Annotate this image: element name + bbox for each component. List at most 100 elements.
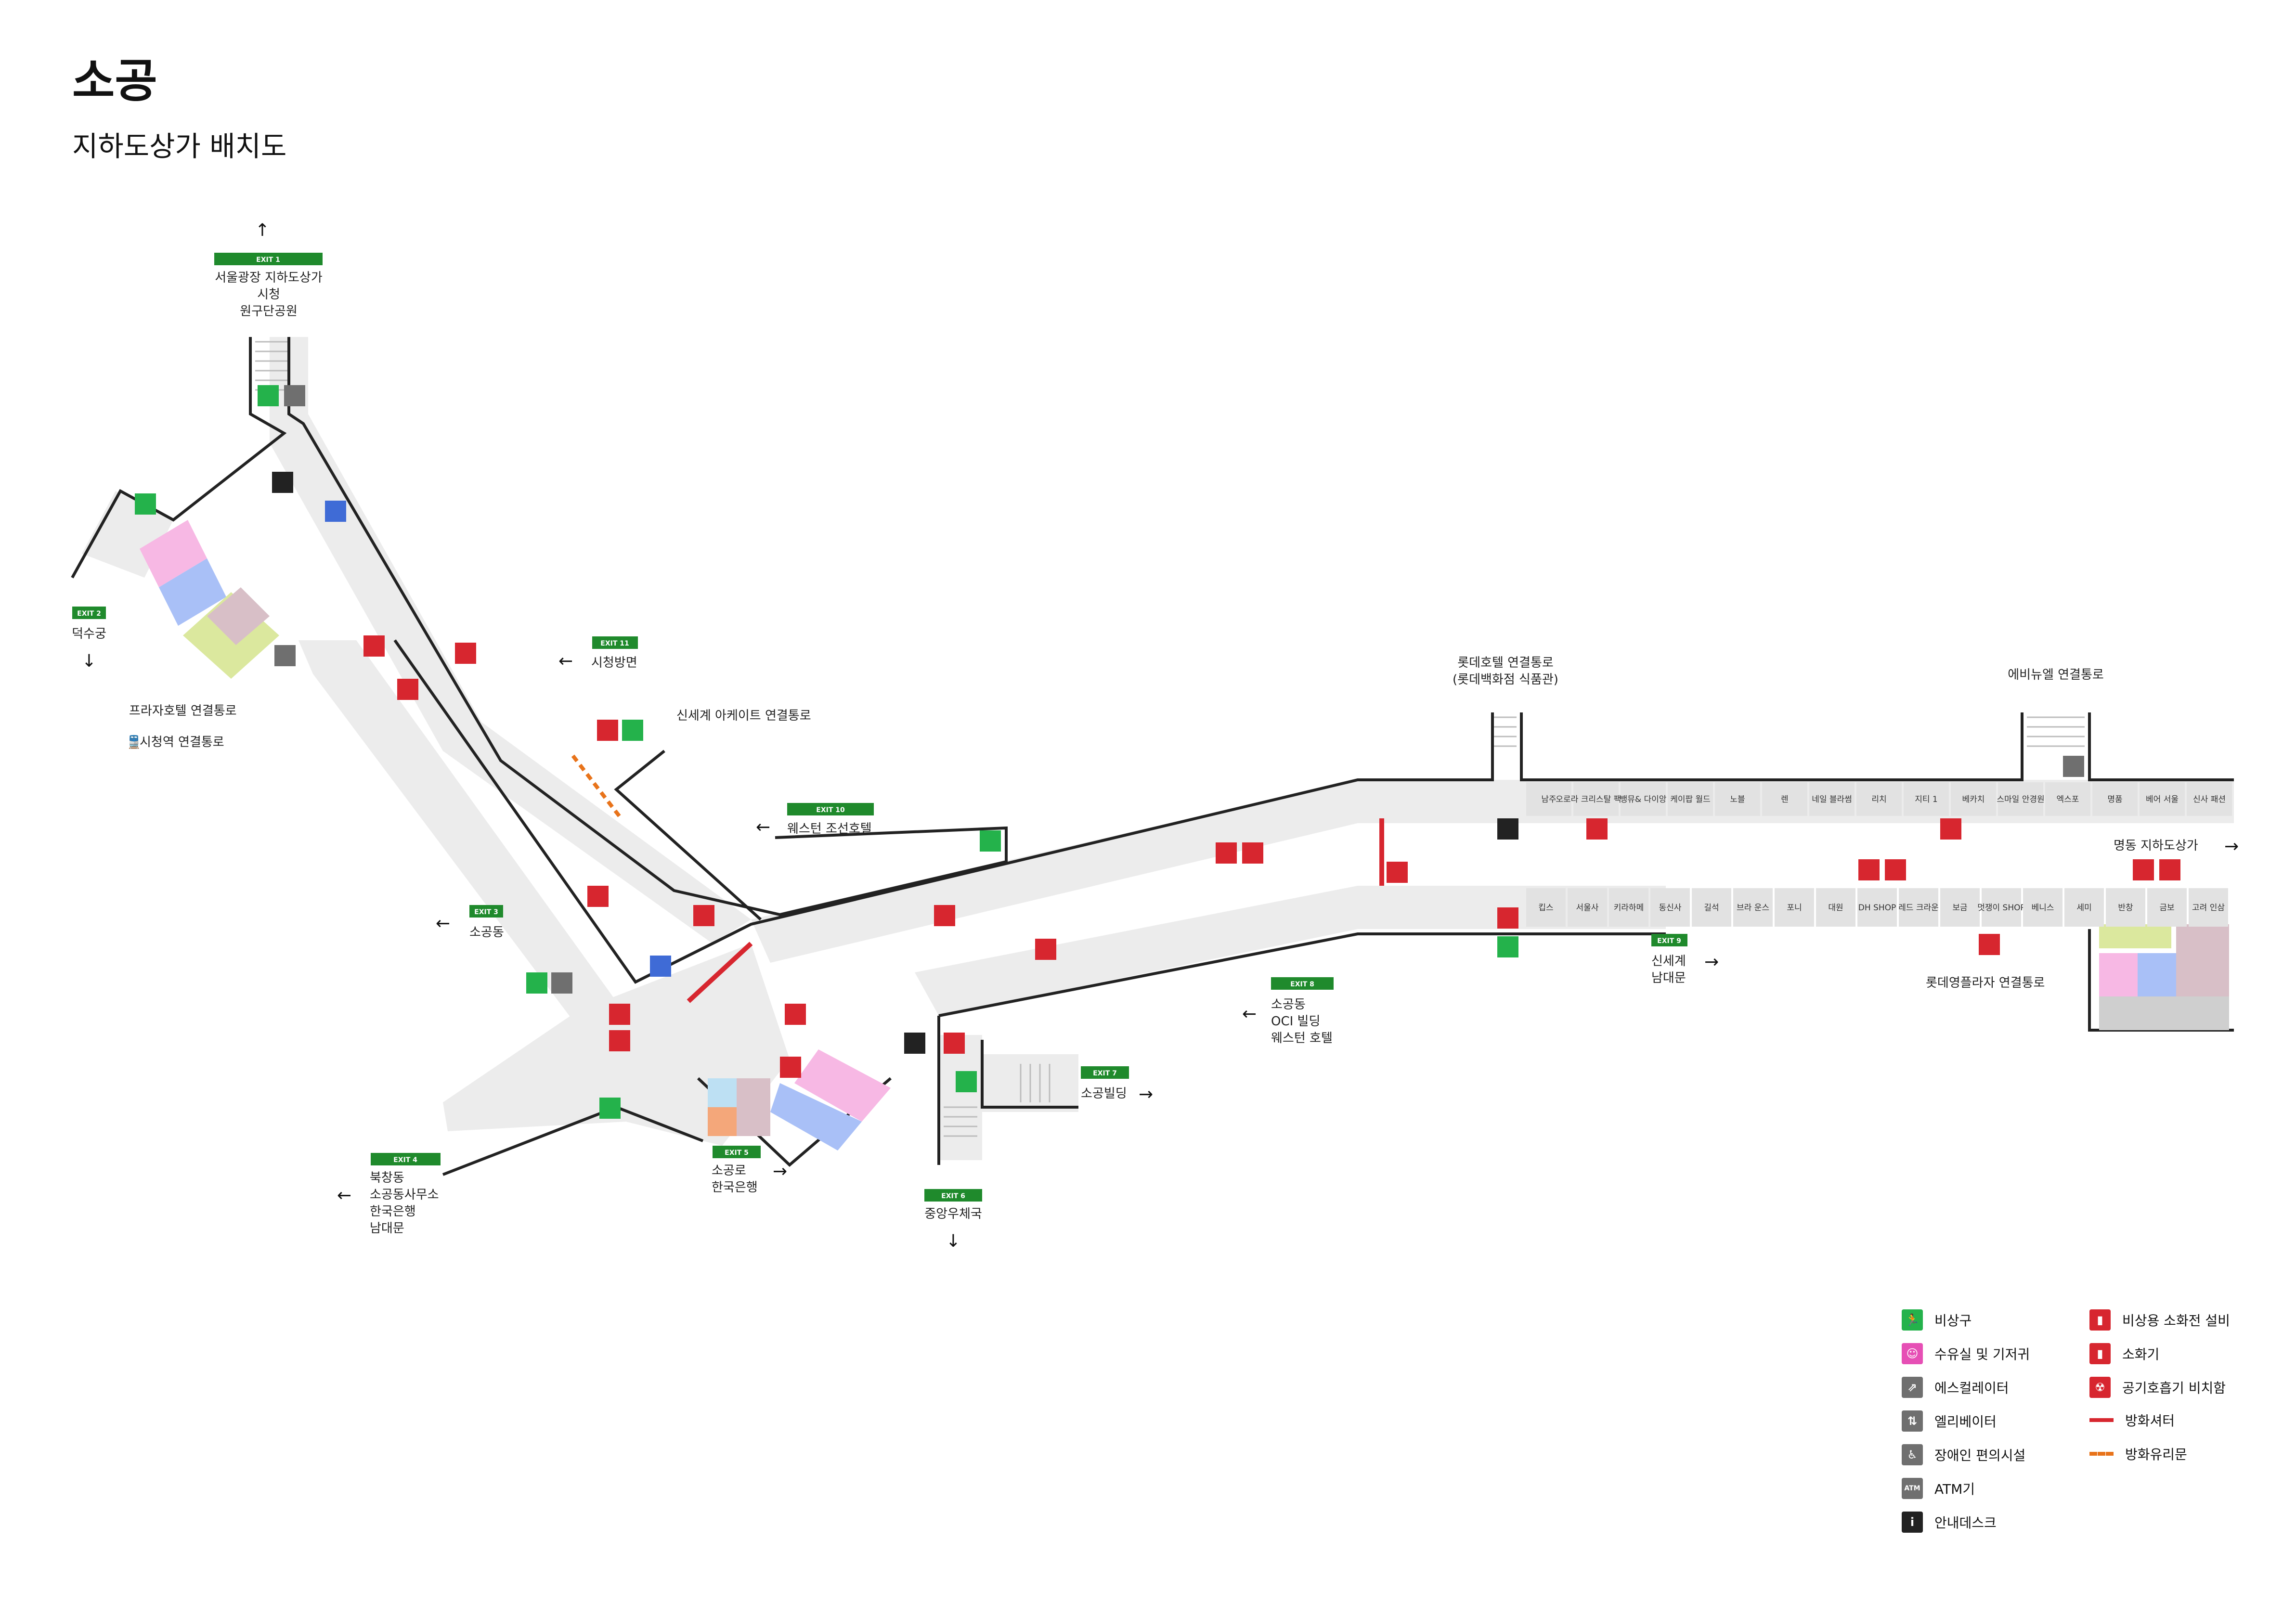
exit-8-dest-1: 소공동 — [1271, 997, 1306, 1012]
shop-block — [1733, 888, 1773, 927]
shop-name: 베어 서울 — [2146, 795, 2179, 804]
shop-name: 레드 크라운 — [1898, 903, 1939, 913]
avenuel-connection: 에비뉴엘 연결통로 — [2008, 668, 2104, 682]
exit-icon — [1497, 936, 1518, 957]
shop-block — [1904, 782, 1949, 816]
shop-block — [1526, 888, 1566, 927]
page-title: 소공 — [72, 54, 157, 108]
shop-name: 명품 — [2107, 795, 2122, 804]
walls — [71, 337, 2234, 1176]
exit-6-dest: 중앙우체국 — [924, 1207, 982, 1221]
shop-name: 뱅뮤& 다이앙 — [1620, 795, 1667, 804]
exit-icon — [956, 1071, 977, 1092]
respirator-icon: ☢ — [2089, 1377, 2111, 1398]
exit-icon — [135, 493, 156, 515]
shop-name: 오로라 크리스탈 팩토리 — [1556, 795, 1636, 804]
myeongdong-connection: 명동 지하도상가 — [2114, 839, 2198, 853]
exit-9-dest-1: 신세계 — [1651, 954, 1686, 969]
exit-1-arrow: ↑ — [255, 220, 270, 240]
shop-block — [1856, 782, 1902, 816]
shop-name: 킵스 — [1538, 903, 1553, 913]
shop-block — [1621, 782, 1666, 816]
shop-block — [1609, 888, 1648, 927]
corridors — [82, 337, 2234, 1160]
shop-block — [2140, 782, 2185, 816]
room-mauve — [207, 587, 270, 645]
shop-block — [1775, 888, 1814, 927]
legend-label: 엘리베이터 — [1934, 1414, 1997, 1430]
legend-label: 안내데스크 — [1934, 1515, 1997, 1531]
hydrant-icon — [609, 1004, 630, 1025]
extinguisher-icon — [397, 679, 418, 700]
shop-block — [1998, 782, 2043, 816]
wheelchair-icon — [551, 972, 572, 994]
shop-name: 포니 — [1787, 903, 1802, 913]
exit-4-arrow: ← — [337, 1186, 351, 1205]
exit-2-dest: 덕수궁 — [72, 627, 106, 641]
exit-4-dest-2: 소공동사무소 — [370, 1188, 439, 1202]
shop-name: 네일 블라썸 — [1812, 795, 1852, 804]
restroom-female-3 — [2099, 953, 2138, 996]
exit-10: EXIT 10 — [787, 803, 874, 815]
shop-name: 스마일 안경원 — [1997, 795, 2044, 804]
exit-6: EXIT 6 — [924, 1189, 982, 1202]
map-icons — [135, 385, 2180, 1119]
exit-11-dest: 시청방면 — [591, 656, 637, 670]
legend-label: 비상구 — [1934, 1313, 1972, 1329]
exit-1-dest-1: 서울광장 지하도상가 — [215, 271, 323, 285]
myeongdong-arrow: → — [2224, 837, 2239, 856]
svg-text:EXIT 7: EXIT 7 — [1093, 1070, 1117, 1077]
shop-block — [2064, 888, 2104, 927]
shop-block — [1899, 888, 1938, 927]
extinguisher-icon — [1940, 818, 1961, 840]
shop-name: 렌 — [1781, 795, 1789, 804]
shop-block — [1809, 782, 1855, 816]
legend-item: ⇅엘리베이터 — [1902, 1410, 1997, 1432]
exit-7: EXIT 7 — [1081, 1066, 1129, 1079]
shop-block — [1951, 782, 1996, 816]
extinguisher-icon — [785, 1004, 806, 1025]
restroom-icon — [325, 501, 346, 522]
shop-name: 금보 — [2159, 903, 2174, 913]
shop-block — [1692, 888, 1731, 927]
room-mauve-3 — [2176, 924, 2229, 996]
legend-item: ☺수유실 및 기저귀 — [1902, 1343, 2030, 1364]
hydrant-icon — [1979, 934, 2000, 955]
respirator-icon — [609, 1030, 630, 1051]
shop-name: 엑스포 — [2057, 795, 2079, 804]
legend-item: 방화셔터 — [2089, 1410, 2175, 1430]
hydrant-icon — [1497, 907, 1518, 929]
room-lime-2 — [2099, 924, 2171, 948]
legend-item: ♿장애인 편의시설 — [1902, 1444, 2025, 1465]
shop-name: 보금 — [1952, 903, 1967, 913]
shop-block — [2045, 782, 2090, 816]
shop-block — [1568, 888, 1607, 927]
extinguisher-icon — [1035, 939, 1056, 960]
shop-block — [1982, 888, 2021, 927]
exit-7-arrow: → — [1139, 1085, 1153, 1104]
extinguisher-icon — [1242, 842, 1263, 864]
legend-label: 공기호흡기 비치함 — [2122, 1380, 2226, 1396]
exit-1-dest-3: 원구단공원 — [240, 304, 298, 319]
shop-name: 남주 — [1541, 795, 1556, 804]
shop-block — [2106, 888, 2145, 927]
lotte-dept-connection: (롯데백화점 식품관) — [1453, 672, 1558, 687]
shop-name: 노블 — [1730, 795, 1745, 804]
shop-name: 지티 1 — [1915, 795, 1938, 804]
legend-label: 수유실 및 기저귀 — [1934, 1346, 2030, 1362]
corridor-exit6 — [939, 1035, 982, 1160]
restroom-female-2 — [794, 1049, 891, 1122]
extinguisher-icon — [1885, 859, 1906, 880]
extinguisher-icon — [363, 635, 385, 657]
shop-name: 신사 패션 — [2193, 795, 2226, 804]
svg-text:EXIT 10: EXIT 10 — [816, 806, 845, 814]
exit-3-dest: 소공동 — [469, 925, 504, 940]
extinguisher-icon: ▮ — [2089, 1343, 2111, 1364]
legend-label: 방화셔터 — [2125, 1413, 2175, 1429]
exit-icon — [526, 972, 547, 994]
fire-shutter-1 — [687, 942, 753, 1003]
